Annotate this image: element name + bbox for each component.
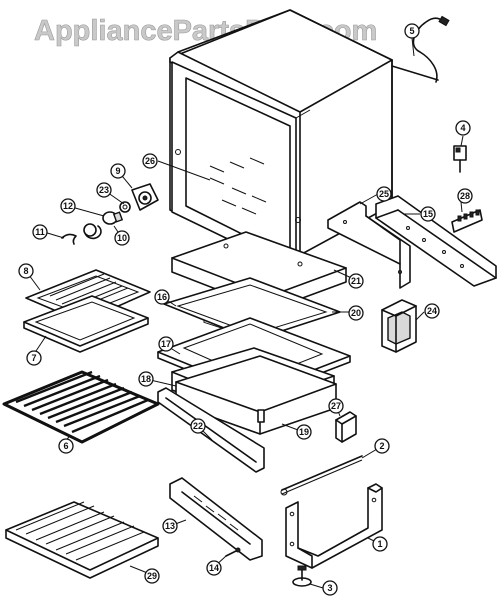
svg-text:21: 21: [351, 276, 361, 286]
callout-14: 14: [206, 560, 222, 576]
callout-17: 17: [158, 336, 174, 352]
svg-text:3: 3: [327, 583, 332, 593]
callout-29: 29: [144, 568, 160, 584]
callout-21: 21: [348, 273, 364, 289]
svg-text:28: 28: [460, 191, 470, 201]
light-lens[interactable]: [83, 223, 102, 240]
callout-22: 22: [190, 418, 206, 434]
glide-rod[interactable]: [280, 455, 363, 496]
callout-15: 15: [420, 206, 436, 222]
screw[interactable]: [225, 547, 241, 557]
svg-text:29: 29: [147, 571, 157, 581]
drawer-bracket[interactable]: [335, 411, 357, 443]
svg-text:9: 9: [115, 166, 120, 176]
callout-11: 11: [32, 224, 48, 240]
svg-text:13: 13: [165, 521, 175, 531]
svg-text:8: 8: [23, 266, 28, 276]
callout-7: 7: [26, 350, 42, 366]
callout-6: 6: [58, 438, 74, 454]
svg-text:27: 27: [331, 401, 341, 411]
callout-26: 26: [142, 153, 158, 169]
light-bulb[interactable]: [102, 211, 124, 225]
svg-text:5: 5: [409, 26, 414, 36]
svg-text:12: 12: [63, 201, 73, 211]
callout-8: 8: [18, 263, 34, 279]
callout-24: 24: [424, 303, 440, 319]
callout-5: 5: [404, 23, 420, 39]
callout-28: 28: [457, 188, 473, 204]
svg-text:1: 1: [377, 539, 382, 549]
svg-text:22: 22: [193, 421, 203, 431]
svg-text:16: 16: [157, 292, 167, 302]
svg-text:7: 7: [31, 353, 36, 363]
svg-text:20: 20: [351, 308, 361, 318]
wire-bracket[interactable]: [453, 145, 467, 173]
wire-shelf[interactable]: [5, 501, 159, 579]
callout-13: 13: [162, 518, 178, 534]
svg-text:14: 14: [209, 563, 219, 573]
callout-18: 18: [138, 371, 154, 387]
svg-text:2: 2: [379, 441, 384, 451]
power-cord[interactable]: [391, 15, 450, 83]
callout-1: 1: [372, 536, 388, 552]
svg-text:17: 17: [161, 339, 171, 349]
drawer-glide-frame[interactable]: [285, 483, 383, 569]
callout-9: 9: [110, 163, 126, 179]
svg-text:10: 10: [117, 233, 127, 243]
socket-nut[interactable]: [119, 201, 131, 213]
side-panel[interactable]: [327, 201, 411, 289]
lens-clip[interactable]: [61, 233, 77, 245]
back-panel[interactable]: [375, 195, 497, 287]
callout-16: 16: [154, 289, 170, 305]
drawer-side-panel[interactable]: [169, 477, 263, 561]
access-cover[interactable]: [381, 299, 417, 353]
broil-pan[interactable]: [23, 295, 149, 353]
svg-text:24: 24: [427, 306, 437, 316]
svg-text:25: 25: [379, 189, 389, 199]
callout-23: 23: [96, 182, 112, 198]
svg-text:4: 4: [460, 123, 465, 133]
kick-plate[interactable]: [157, 387, 265, 473]
terminal-block[interactable]: [451, 209, 483, 233]
svg-text:18: 18: [141, 374, 151, 384]
svg-text:26: 26: [145, 156, 155, 166]
callout-4: 4: [455, 120, 471, 136]
callout-19: 19: [296, 424, 312, 440]
svg-text:6: 6: [63, 441, 68, 451]
callout-10: 10: [114, 230, 130, 246]
callout-27: 27: [328, 398, 344, 414]
callout-3: 3: [322, 580, 338, 596]
svg-text:15: 15: [423, 209, 433, 219]
light-socket[interactable]: [131, 183, 159, 211]
leveling-leg[interactable]: [292, 565, 312, 587]
callout-12: 12: [60, 198, 76, 214]
callout-20: 20: [348, 305, 364, 321]
svg-text:23: 23: [99, 185, 109, 195]
oven-rack[interactable]: [2, 370, 160, 444]
svg-text:19: 19: [299, 427, 309, 437]
svg-text:11: 11: [35, 227, 45, 237]
callout-25: 25: [376, 186, 392, 202]
callout-2: 2: [374, 438, 390, 454]
